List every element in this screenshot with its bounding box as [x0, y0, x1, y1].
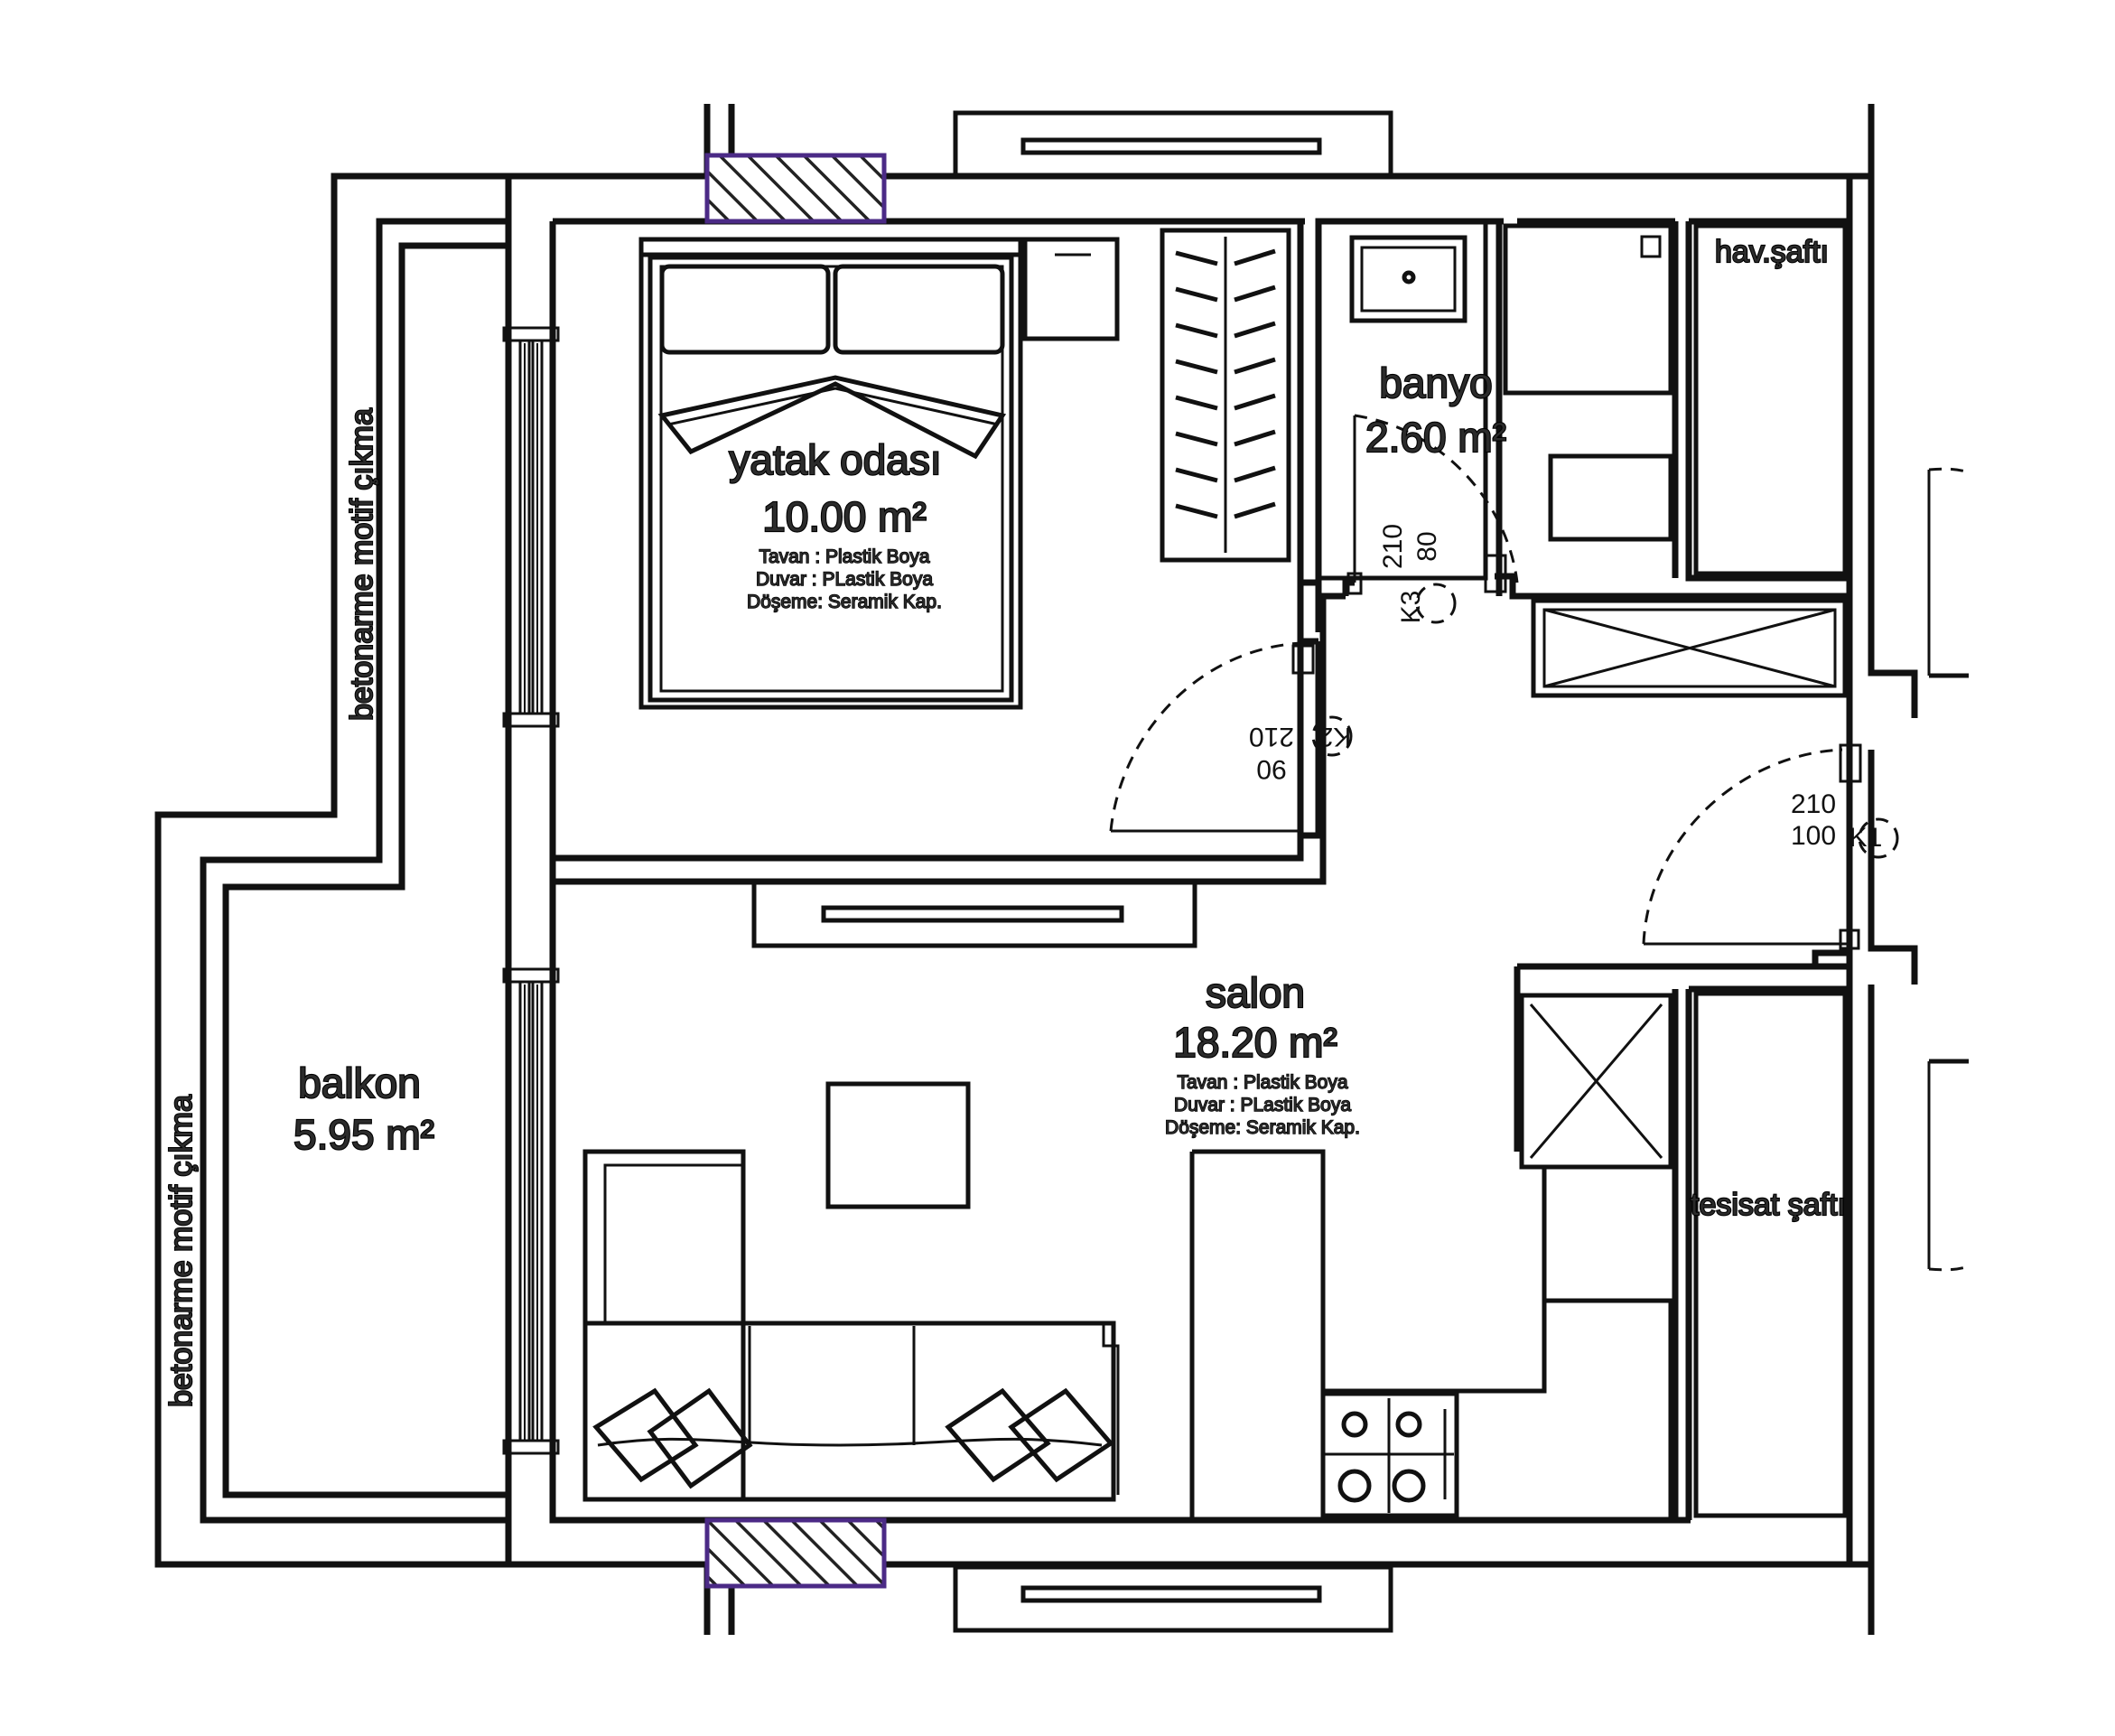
balcony-sliding-doors	[502, 326, 560, 1455]
balcony-outline	[154, 173, 508, 1568]
hall-storage-box	[1531, 598, 1848, 698]
entry-door-width: 100	[1791, 821, 1836, 851]
entry-door-tag: K1	[1849, 823, 1883, 853]
bedroom-door-tag: K2	[1318, 722, 1352, 751]
door-entry	[1642, 743, 1862, 950]
bathroom-name: banyo	[1379, 359, 1492, 406]
cooktop	[1320, 1391, 1459, 1518]
bath-door-width: 80	[1412, 531, 1442, 561]
door-bath	[1346, 414, 1519, 595]
vent-shaft-box	[1693, 223, 1848, 576]
door-tag-entry: 210 100 K1	[1791, 789, 1899, 859]
kitchen-counter	[1189, 1149, 1673, 1520]
bath-door-height: 210	[1378, 524, 1408, 569]
bedroom-area: 10.00 m²	[762, 493, 927, 540]
living-name: salon	[1206, 969, 1305, 1016]
bathroom-area: 2.60 m²	[1365, 414, 1506, 461]
bedroom-door-width: 90	[1256, 754, 1286, 784]
side-label-lower: betonarme motif çıkma	[164, 1095, 199, 1407]
entry-door-height: 210	[1791, 789, 1836, 819]
door-tag-bedroom: 210 90 K2	[1249, 715, 1353, 784]
living-area: 18.20 m²	[1173, 1019, 1337, 1066]
shower-tray	[1349, 235, 1467, 323]
balcony-area: 5.95 m²	[293, 1111, 434, 1158]
fridge	[1519, 993, 1673, 1170]
wardrobe	[1160, 228, 1291, 563]
bedroom-finish-ceiling: Tavan : Plastik Boya	[759, 546, 929, 567]
side-label-upper: betonarme motif çıkma	[345, 408, 379, 721]
sofa	[582, 1149, 1120, 1502]
coffee-table	[825, 1081, 971, 1209]
bath-door-tag: K3	[1396, 591, 1426, 624]
balcony-name: balkon	[298, 1059, 421, 1106]
door-bedroom	[1109, 641, 1315, 833]
bathroom-counter	[1503, 223, 1673, 542]
nightstand	[1022, 237, 1120, 341]
interior-walls	[553, 218, 1849, 1520]
bedroom-finish-wall: Duvar : PLastik Boya	[756, 569, 933, 590]
bedroom-name: yatak odası	[729, 436, 941, 483]
bedroom-finish-floor: Döşeme: Seramik Kap.	[747, 592, 942, 612]
bedroom-door-height: 210	[1249, 722, 1294, 751]
install-shaft-box	[1693, 991, 1848, 1518]
vent-shaft-label: hav.şaftı	[1715, 235, 1829, 269]
living-finish-ceiling: Tavan : Plastik Boya	[1177, 1072, 1347, 1093]
living-finish-wall: Duvar : PLastik Boya	[1174, 1095, 1351, 1115]
double-bed	[638, 237, 1023, 710]
door-tag-bath: 210 80 K3	[1378, 524, 1457, 624]
install-shaft-label: tesisat şaftı	[1691, 1188, 1846, 1222]
living-finish-floor: Döşeme: Seramik Kap.	[1165, 1117, 1360, 1138]
exterior-walls	[505, 104, 1970, 1635]
columns	[704, 153, 887, 1589]
